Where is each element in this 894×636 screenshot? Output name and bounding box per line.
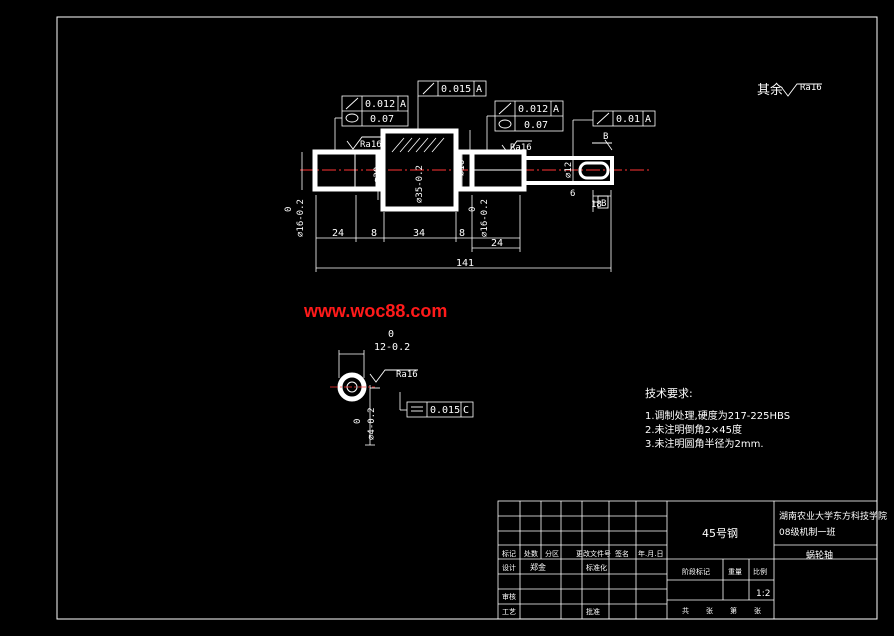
tb-class: 08级机制一班 [779, 526, 835, 538]
tb-design: 设计 [502, 563, 516, 572]
tb-sheets-unit2: 张 [754, 606, 761, 615]
dim-d-35: ⌀35-0.2 [415, 165, 425, 203]
roughness-symbols [346, 83, 822, 389]
tb-sheets-unit1: 张 [706, 606, 713, 615]
section-d-upper: 0 [353, 419, 363, 424]
tb-scale: 1:2 [756, 589, 770, 599]
dim-d-mid: ⌀16-0.2 [480, 199, 490, 237]
dim-d-12: ⌀12 [564, 162, 574, 178]
gdt-frames [334, 80, 656, 418]
section-view [330, 350, 375, 446]
drawing-frame [56, 16, 878, 620]
tb-sheets-no: 第 [730, 606, 737, 615]
tech-req-item-1: 1.调制处理,硬度为217-225HBS [645, 409, 790, 422]
dim-left-upper: 0 [284, 207, 294, 212]
section-width: 12-0.2 [374, 342, 410, 353]
gdt-cyl-left-2-value: 0.07 [370, 114, 394, 125]
gdt-section-datum: C [463, 405, 469, 416]
tech-req-item-3: 3.未注明圆角半径为2mm. [645, 437, 764, 450]
tb-school: 湖南农业大学东方科技学院 [779, 510, 887, 522]
tb-standard: 标准化 [586, 563, 607, 572]
roughness-section: Ra16 [396, 370, 418, 380]
tech-req-item-2: 2.未注明倒角2×45度 [645, 423, 742, 436]
dim-len-24-left: 24 [332, 228, 344, 239]
gdt-section-value: 0.015 [430, 405, 460, 416]
section-d: ⌀4-0.2 [367, 407, 377, 440]
gdt-cyl-right-1-value: 0.012 [518, 104, 548, 115]
roughness-right: Ra16 [510, 143, 532, 153]
gdt-cyl-right-2-value: 0.07 [524, 120, 548, 131]
roughness-other-prefix: 其余 [757, 82, 783, 98]
gdt-runout-top-value: 0.015 [441, 84, 471, 95]
tb-process: 工艺 [502, 608, 516, 616]
gdt-runout-right-datum: A [645, 114, 651, 125]
keyway [578, 161, 610, 180]
gdt-runout-top-datum: A [476, 84, 482, 95]
gdt-cyl-left-1-value: 0.012 [365, 99, 395, 110]
roughness-left: Ra16 [360, 140, 382, 150]
collar-hatch [391, 137, 445, 153]
tb-designer: 郑金 [530, 562, 546, 572]
tb-check: 审核 [502, 592, 516, 601]
gdt-cyl-right-1-datum: A [553, 104, 559, 115]
tb-stage: 阶段标记 [682, 567, 710, 576]
tb-weight: 重量 [728, 568, 742, 576]
section-upper: 0 [388, 329, 394, 340]
dim-6: 6 [570, 189, 575, 199]
shaft-collar [380, 128, 459, 212]
dim-len-total: 141 [456, 258, 474, 269]
datum-b-marker [592, 142, 612, 209]
dim-mid-upper: 0 [468, 207, 478, 212]
roughness-other-value: Ra16 [800, 83, 822, 93]
tb-h-count: 处数 [524, 549, 538, 558]
datum-b-lower: B [601, 199, 606, 209]
tb-material: 45号钢 [702, 527, 738, 540]
dim-d-left: ⌀16-0.2 [296, 199, 306, 237]
tb-ratio: 比例 [753, 567, 767, 576]
tb-h-change: 更改文件号 [576, 549, 611, 558]
gdt-cyl-left-1-datum: A [400, 99, 406, 110]
tb-part-name: 蜗轮轴 [806, 549, 833, 561]
tb-approve: 批准 [586, 607, 600, 616]
tb-sheets-total: 共 [682, 606, 689, 615]
watermark: www.woc88.com [303, 301, 447, 321]
tb-h-zone: 分区 [545, 549, 559, 558]
title-block [497, 500, 878, 620]
dim-len-24-right: 24 [491, 238, 503, 249]
dimension-lines [301, 120, 613, 272]
tech-req-title: 技术要求: [645, 387, 693, 400]
dim-len-18: 18 [591, 200, 602, 210]
gdt-runout-right-value: 0.01 [616, 114, 640, 125]
tb-h-mark: 标记 [502, 549, 516, 558]
dim-len-8-left: 8 [371, 228, 377, 239]
tb-h-date: 年.月.日 [638, 549, 663, 558]
tb-h-sign: 签名 [615, 549, 629, 558]
dim-d-20: ⌀20 [373, 167, 383, 183]
dim-len-8-right: 8 [459, 228, 465, 239]
dim-len-34: 34 [413, 228, 425, 239]
dim-d-16: ⌀16 [457, 160, 467, 176]
datum-b-upper: B [603, 132, 608, 142]
gdt-symbols [345, 82, 610, 412]
